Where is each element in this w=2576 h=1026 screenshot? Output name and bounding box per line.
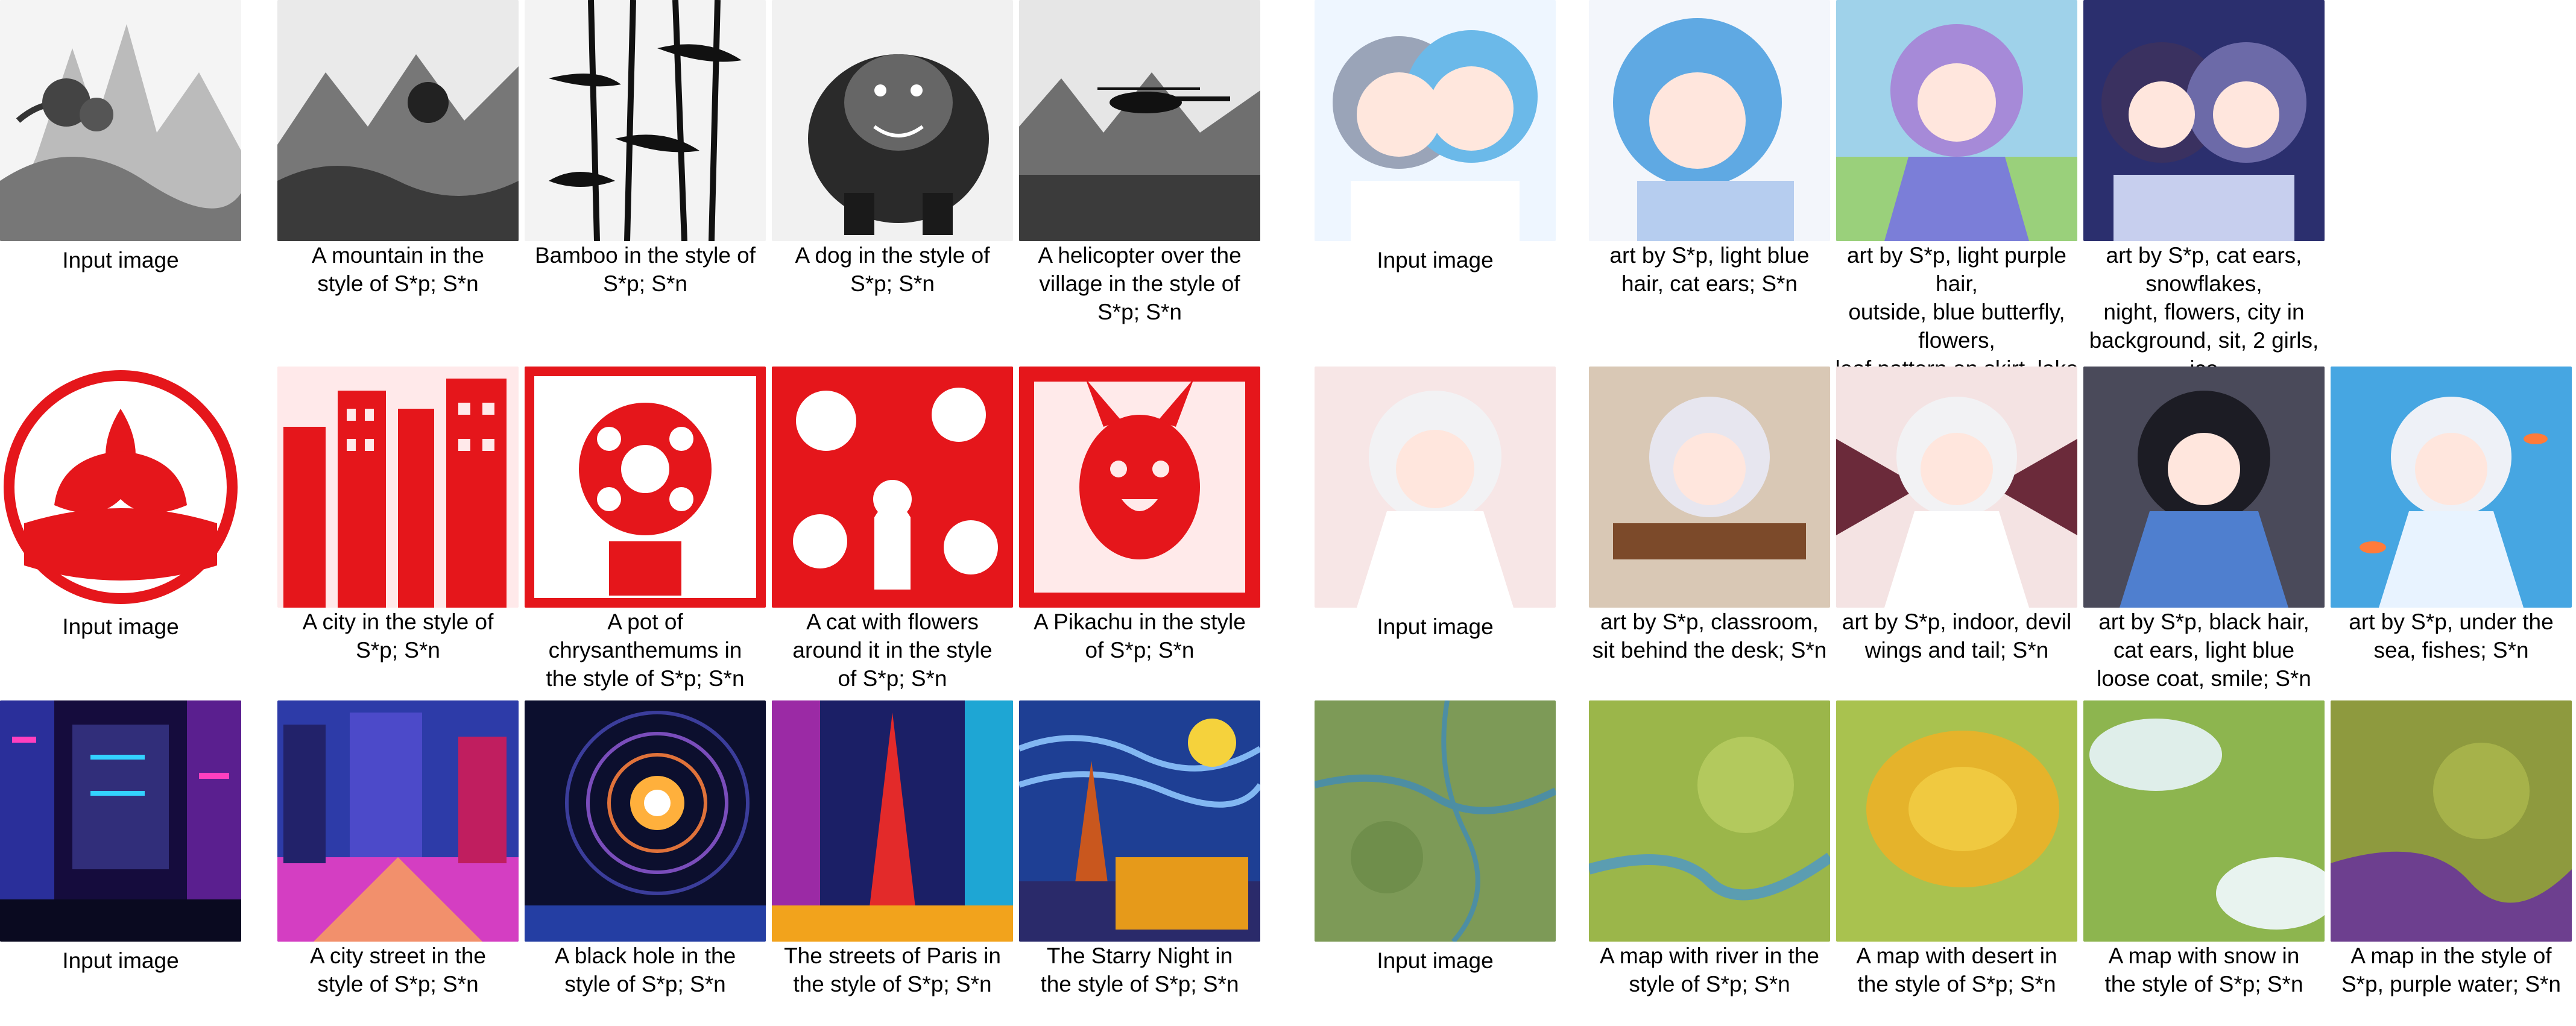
anime-white-hair-input-image — [1315, 367, 1556, 608]
papercut-cat-image — [772, 367, 1013, 608]
caption: A map in the style of S*p, purple water;… — [2341, 943, 2562, 996]
map-snow-image — [2083, 700, 2325, 942]
neon-city-image — [0, 700, 241, 942]
row-neon-city: Input image A city street in the style o… — [0, 700, 1272, 1026]
ink-helicopter-image — [1019, 0, 1260, 241]
caption: A pot of chrysanthemums in the style of … — [546, 609, 745, 691]
anime-purple-hair-image — [1836, 0, 2077, 241]
input-image-label: Input image — [1377, 614, 1494, 639]
caption: art by S*p, black hair, cat ears, light … — [2097, 609, 2311, 691]
caption: A city in the style of S*p; S*n — [302, 609, 494, 662]
map-purple-water-image — [2331, 700, 2572, 942]
caption: art by S*p, under the sea, fishes; S*n — [2349, 609, 2554, 662]
caption: A map with desert in the style of S*p; S… — [1856, 943, 2057, 996]
input-image-label: Input image — [1377, 248, 1494, 272]
caption: A map with snow in the style of S*p; S*n — [2104, 943, 2303, 996]
input-image-label: Input image — [62, 248, 179, 272]
anime-devil-wings-image — [1836, 367, 2077, 608]
right-figure-panel: Input image art by S*p, light blue hair,… — [1309, 0, 2576, 999]
caption: art by S*p, classroom, sit behind the de… — [1592, 609, 1827, 662]
anime-black-hair-image — [2083, 367, 2325, 608]
map-input-image — [1315, 700, 1556, 942]
input-image-label: Input image — [62, 948, 179, 973]
row-ink-painting: Input image A mountain in the style of S… — [0, 0, 1272, 326]
caption: A map with river in the style of S*p; S*… — [1600, 943, 1819, 996]
map-river-image — [1589, 700, 1830, 942]
caption: art by S*p, light blue hair, cat ears; S… — [1609, 243, 1810, 296]
neon-paris-image — [772, 700, 1013, 942]
starry-night-image — [1019, 700, 1260, 942]
caption: The streets of Paris in the style of S*p… — [784, 943, 1001, 996]
input-image — [0, 0, 241, 241]
anime-under-sea-image — [2331, 367, 2572, 608]
caption: art by S*p, indoor, devil wings and tail… — [1842, 609, 2072, 662]
papercut-chrysanthemum-image — [525, 367, 766, 608]
caption: A helicopter over the village in the sty… — [1038, 243, 1242, 324]
caption: Bamboo in the style of S*p; S*n — [534, 243, 756, 296]
map-desert-image — [1836, 700, 2077, 942]
row-anime-1: Input image art by S*p, light blue hair,… — [1309, 0, 2576, 466]
caption: A cat with flowers around it in the styl… — [792, 609, 993, 691]
caption: A mountain in the style of S*p; S*n — [312, 243, 484, 296]
ink-bamboo-image — [525, 0, 766, 241]
anime-input-image — [1315, 0, 1556, 241]
papercut-city-image — [277, 367, 519, 608]
caption: The Starry Night in the style of S*p; S*… — [1040, 943, 1239, 996]
left-figure-panel: Input image A mountain in the style of S… — [0, 0, 1272, 999]
anime-two-girls-image — [2083, 0, 2325, 241]
ink-mountain-image — [277, 0, 519, 241]
neon-street-image — [277, 700, 519, 942]
row-anime-2: Input image art by S*p, classroom, sit b… — [1309, 367, 2576, 692]
ink-landscape-image — [0, 0, 241, 241]
input-image-label: Input image — [1377, 948, 1494, 973]
black-hole-image — [525, 700, 766, 942]
row-paper-cut: Input image — [0, 367, 1272, 692]
papercut-pikachu-image — [1019, 367, 1260, 608]
papercut-lotus-image — [0, 367, 241, 608]
caption: A dog in the style of S*p; S*n — [795, 243, 990, 296]
caption: A black hole in the style of S*p; S*n — [554, 943, 736, 996]
caption: A Pikachu in the style of S*p; S*n — [1034, 609, 1246, 662]
anime-blue-hair-image — [1589, 0, 1830, 241]
anime-classroom-image — [1589, 367, 1830, 608]
row-maps: Input image A map with river in the styl… — [1309, 700, 2576, 1026]
ink-dog-image — [772, 0, 1013, 241]
caption: A city street in the style of S*p; S*n — [309, 943, 487, 996]
input-image-label: Input image — [62, 614, 179, 639]
